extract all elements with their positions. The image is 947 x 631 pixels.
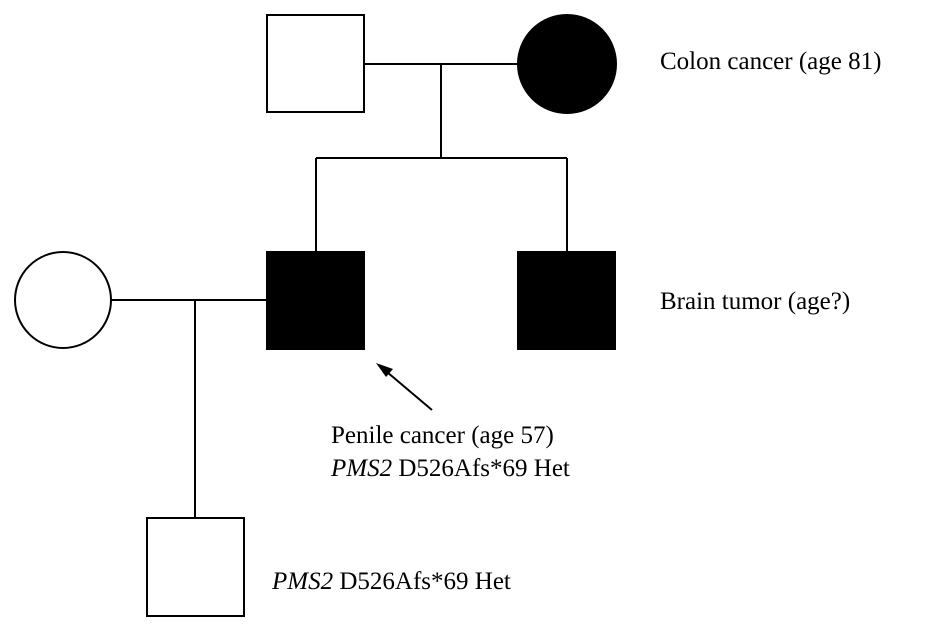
brother-label: Brain tumor (age?) <box>660 288 851 315</box>
proband-gene: PMS2 <box>331 455 393 482</box>
brother-square <box>517 251 616 350</box>
proband-label-line1: Penile cancer (age 57) <box>331 422 554 449</box>
grandmother-label: Colon cancer (age 81) <box>660 48 882 75</box>
proband-label-line2: PMS2 D526Afs*69 Het <box>331 454 570 484</box>
grandfather-square <box>266 14 365 113</box>
proband-arrow <box>376 363 433 411</box>
son-gene: PMS2 <box>272 568 334 595</box>
son-label: PMS2 D526Afs*69 Het <box>272 567 511 597</box>
proband-variant: D526Afs*69 Het <box>398 455 570 482</box>
proband-square <box>266 251 365 350</box>
wife-circle <box>14 251 112 349</box>
son-square <box>146 517 245 617</box>
son-variant: D526Afs*69 Het <box>339 568 511 595</box>
grandmother-circle <box>517 14 617 114</box>
